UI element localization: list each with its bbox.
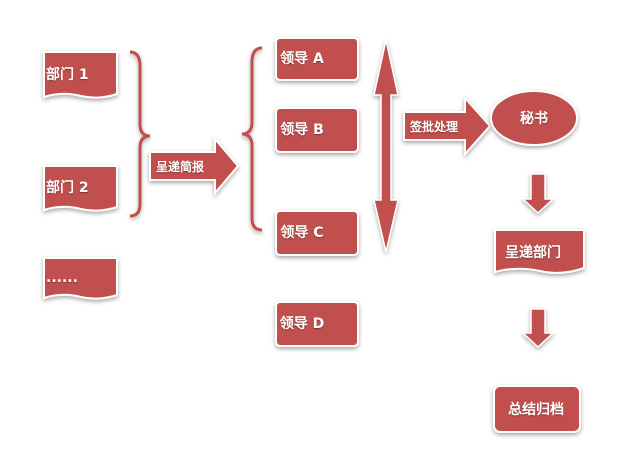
archive-box-shape (493, 385, 581, 433)
department-brace (129, 50, 151, 218)
leader-b-label: 领导 B (280, 122, 324, 138)
leader-brace (241, 46, 263, 232)
leader-a-box (275, 37, 359, 81)
leader-a-label: 领导 A (280, 51, 324, 67)
archive-label: 总结归档 (508, 402, 564, 418)
submit-arrow-label: 呈递简报 (155, 160, 205, 174)
forward-department-label: 呈递部门 (505, 245, 561, 261)
leader-d-box (275, 301, 359, 347)
leader-b-box (275, 107, 359, 153)
leader-c-box (275, 210, 359, 256)
department-more-label: ...... (46, 270, 78, 286)
leader-d-label: 领导 D (279, 316, 325, 332)
down-arrow-2 (521, 308, 555, 349)
department-2-shape (43, 165, 118, 212)
secretary-label: 秘书 (520, 111, 548, 127)
leader-c-label: 领导 C (280, 225, 324, 241)
approve-arrow-label: 签批处理 (409, 120, 459, 134)
forward-department-shape (494, 229, 585, 274)
department-1-label: 部门 1 (46, 67, 89, 83)
department-more-shape (43, 257, 118, 300)
down-arrow-1 (521, 173, 555, 215)
vertical-double-arrow (373, 39, 399, 253)
department-1-shape (43, 51, 118, 99)
approve-arrow-shape (403, 95, 492, 157)
submit-arrow-shape (149, 136, 240, 196)
department-2-label: 部门 2 (46, 180, 89, 196)
secretary-ellipse (490, 90, 578, 146)
